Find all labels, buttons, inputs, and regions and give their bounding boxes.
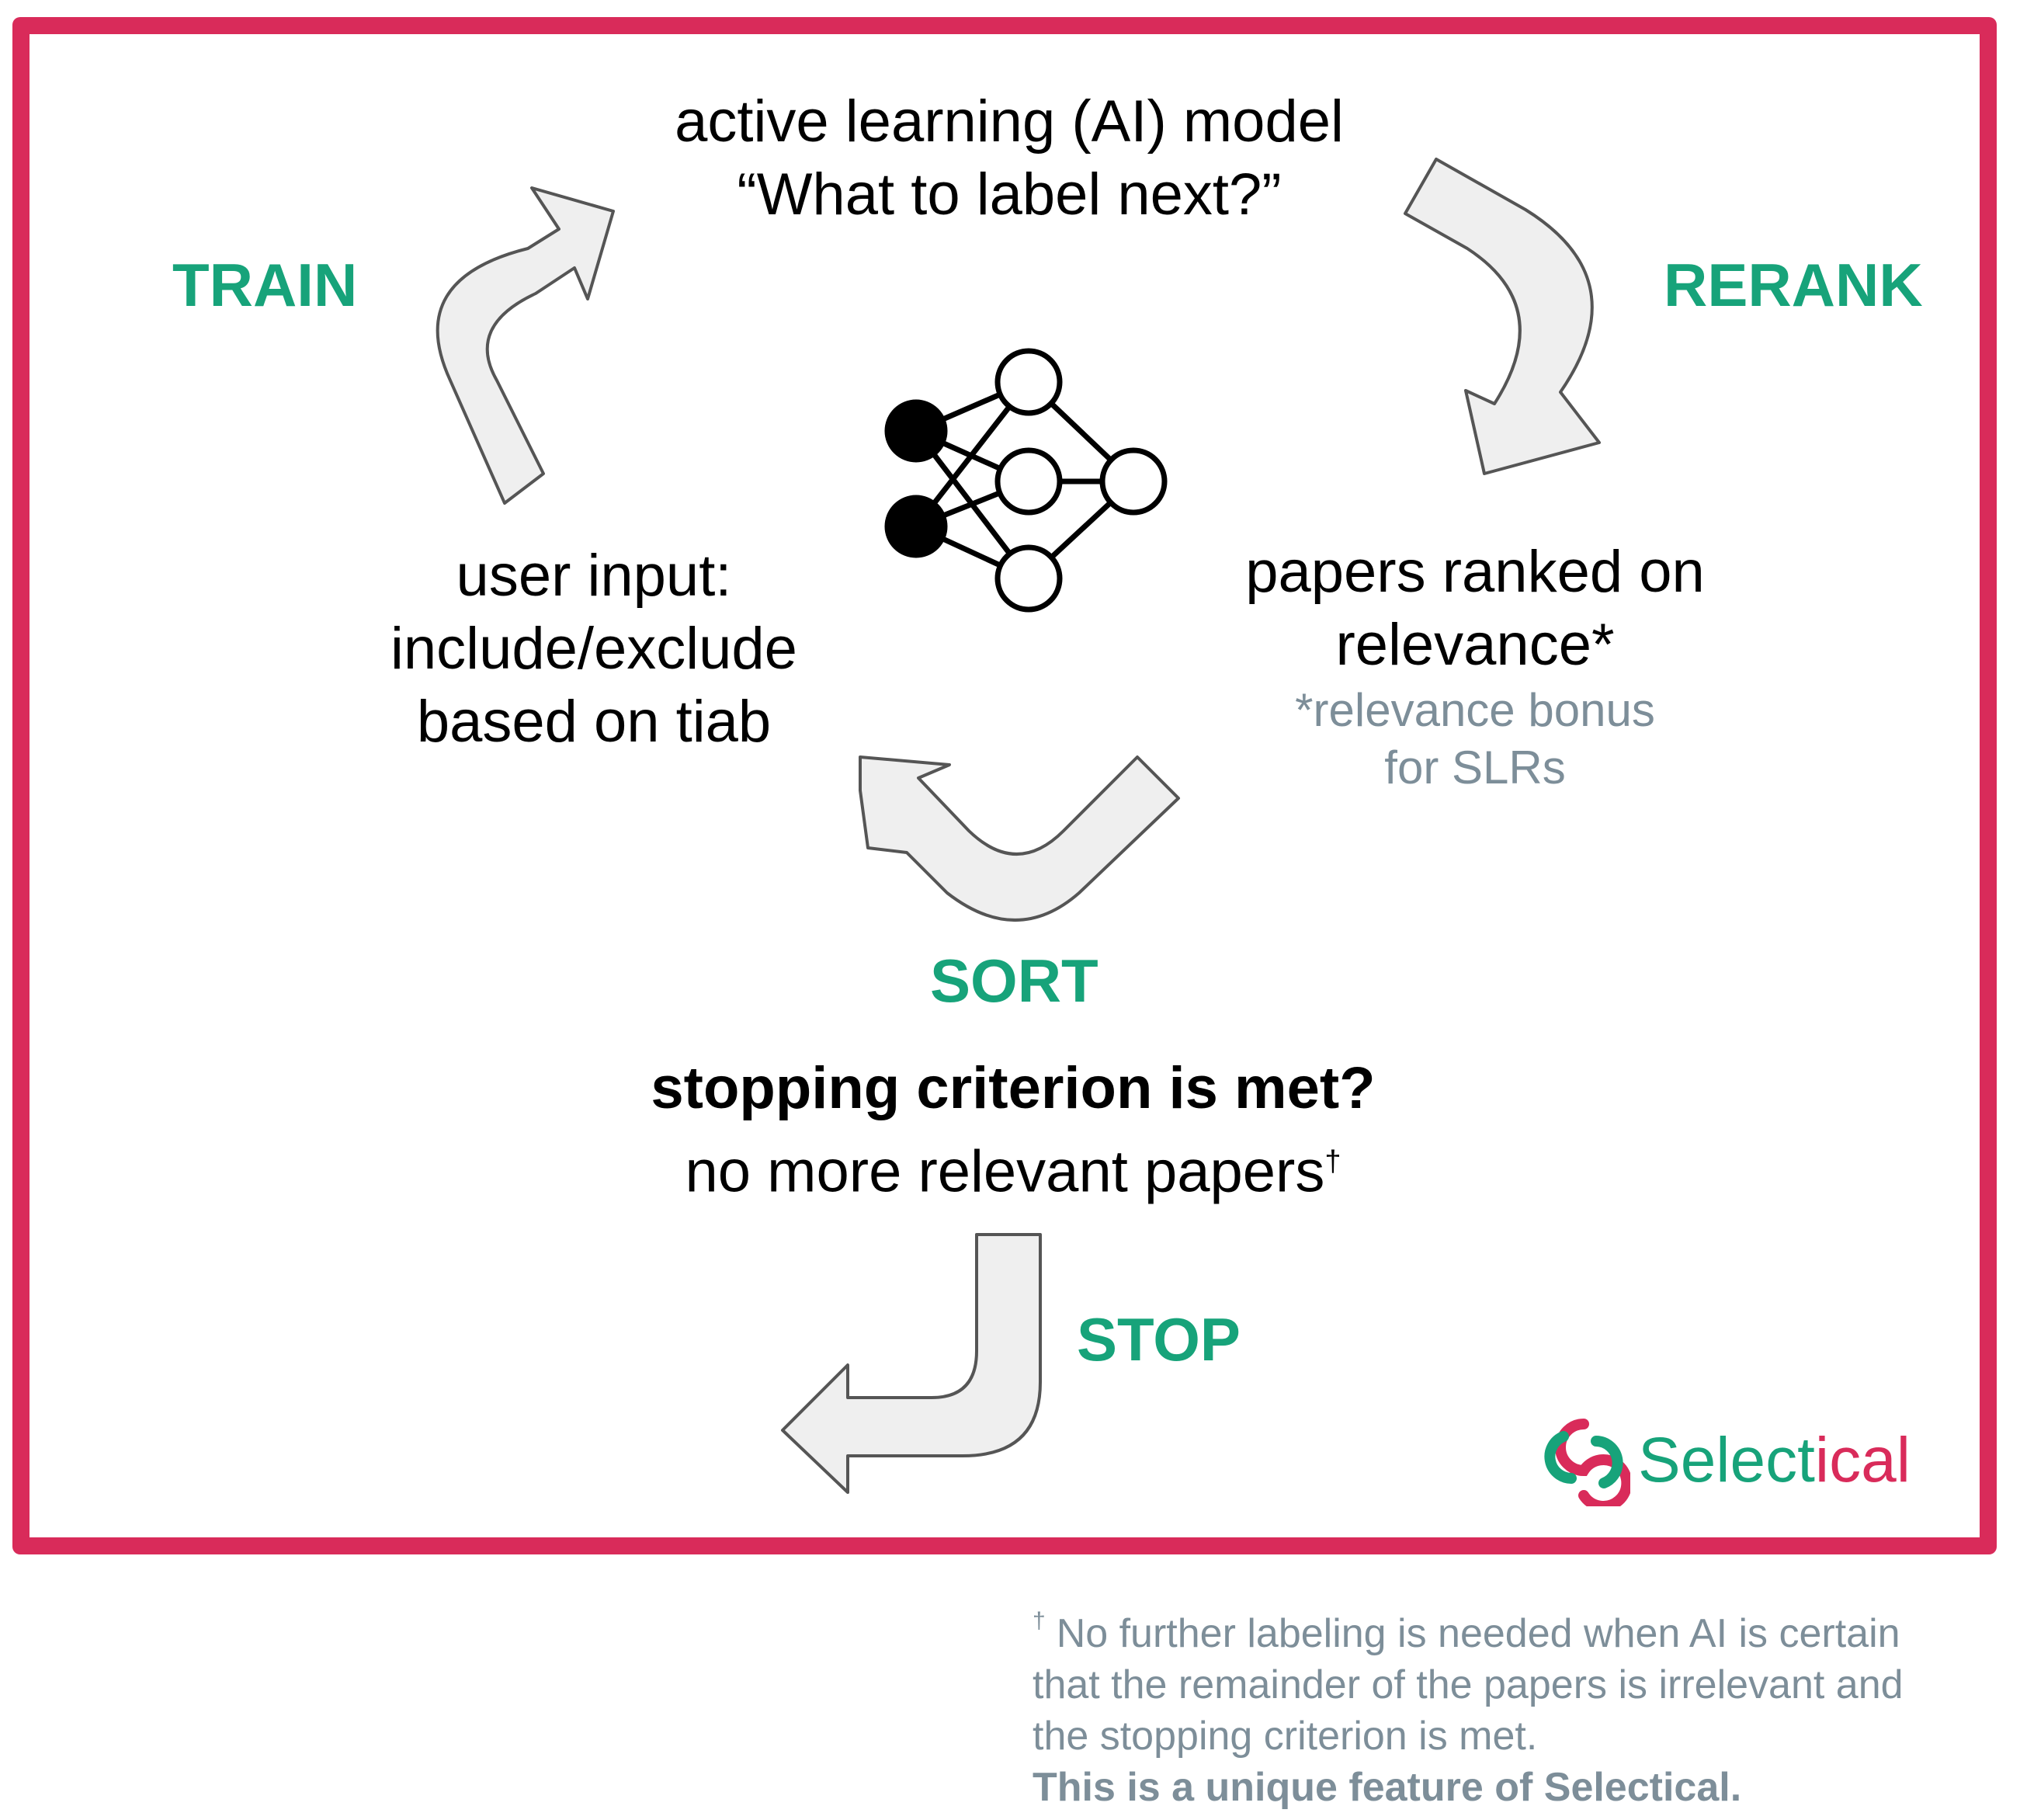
- rerank-arrow: [1404, 158, 1601, 475]
- relevance-note-line-2: for SLRs: [1384, 742, 1566, 794]
- train-arrow: [436, 186, 615, 505]
- model-line-1: active learning (AI) model: [675, 89, 1344, 155]
- footnote-line-4: This is a unique feature of Selectical.: [1033, 1765, 1742, 1810]
- selectical-wordmark: Selectical: [1638, 1424, 1911, 1497]
- footnote-line-2: that the remainder of the papers is irre…: [1033, 1662, 1904, 1707]
- footnote-mark: †: [1033, 1608, 1046, 1634]
- step-rerank: RERANK: [1664, 251, 1923, 319]
- selectical-logo-icon: [1544, 1419, 1630, 1506]
- relevance-note: *relevance bonus for SLRs: [1196, 682, 1754, 797]
- sort-arrow: [859, 755, 1180, 922]
- footnote-line-1: † No further labeling is needed when AI i…: [1033, 1596, 2011, 1659]
- diagram-frame: [12, 17, 1997, 1554]
- user-input-text: user input: include/exclude based on tia…: [326, 540, 862, 759]
- step-train: TRAIN: [172, 251, 358, 319]
- relevance-note-line-1: *relevance bonus: [1295, 684, 1655, 736]
- stop-arrow: [781, 1233, 1042, 1494]
- user-input-line-1: user input:: [456, 543, 732, 609]
- step-stop: STOP: [1077, 1305, 1241, 1374]
- model-title: active learning (AI) model “What to labe…: [621, 85, 1397, 231]
- ranked-line-2: relevance*: [1335, 612, 1615, 678]
- dagger-mark: †: [1324, 1145, 1341, 1178]
- ranked-text: papers ranked on relevance*: [1196, 536, 1754, 682]
- footnote-text-1: No further labeling is needed when AI is…: [1056, 1611, 1900, 1656]
- user-input-line-2: include/exclude: [390, 616, 797, 682]
- model-line-2: “What to label next?”: [737, 162, 1282, 228]
- brand-name-part-2: ical: [1814, 1425, 1911, 1495]
- stopping-detail: no more relevant papers: [685, 1138, 1325, 1205]
- user-input-line-3: based on tiab: [416, 689, 772, 755]
- stopping-criterion: stopping criterion is met? no more relev…: [543, 1052, 1483, 1208]
- footnote: † No further labeling is needed when AI i…: [1033, 1596, 2011, 1813]
- footnote-line-3: the stopping criterion is met.: [1033, 1714, 1538, 1759]
- brand-name-part-1: Select: [1638, 1425, 1815, 1495]
- stopping-detail-row: no more relevant papers†: [543, 1125, 1483, 1208]
- stopping-question: stopping criterion is met?: [651, 1055, 1376, 1121]
- neural-network-icon: [884, 348, 1168, 613]
- selectical-brand: Selectical: [1537, 1413, 1972, 1506]
- step-sort: SORT: [930, 946, 1099, 1015]
- ranked-line-1: papers ranked on: [1245, 539, 1705, 605]
